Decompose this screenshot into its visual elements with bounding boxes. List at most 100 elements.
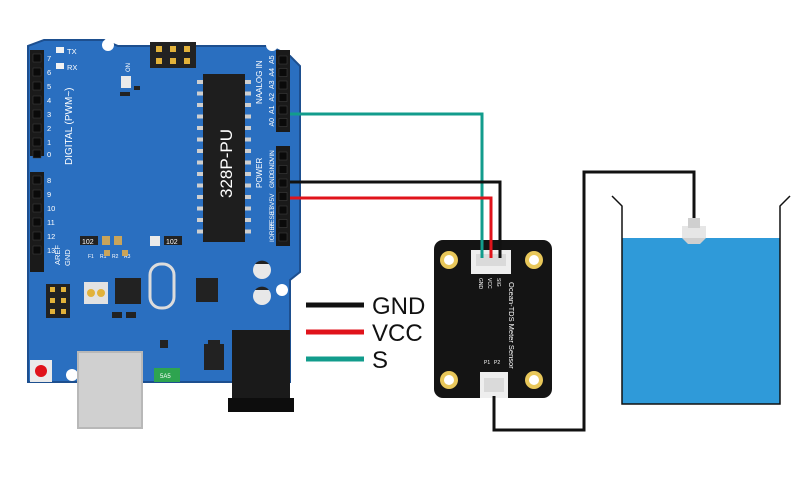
analog-section-label: NAALOG IN [255, 60, 264, 104]
digital-pin-socket [32, 109, 42, 119]
analog-pin-socket [278, 80, 288, 90]
digital-pin-label: 9 [47, 190, 51, 199]
chip-leg [197, 126, 203, 130]
tx-led [56, 47, 64, 53]
analog-pin-sockets [278, 55, 288, 127]
icsp-header [150, 42, 196, 68]
power-pin-socket [278, 151, 288, 161]
fuse-label: 5A5 [160, 374, 171, 380]
fuse [154, 368, 180, 382]
power-pin-socket [278, 192, 288, 201]
on-label: ON [126, 63, 132, 72]
digital-pin-socket [32, 203, 42, 213]
chip-leg [197, 137, 203, 142]
digital-pin-socket [32, 149, 42, 159]
connector-pin-label: GND [477, 278, 483, 290]
power-pin-label: VIN [269, 150, 276, 161]
digital-section-label: DIGITAL (PWM~) [64, 88, 75, 166]
sensor-mount-holes [440, 251, 543, 389]
power-jack [232, 330, 290, 410]
capacitor [253, 287, 271, 305]
analog-pin-socket [278, 118, 288, 127]
vcc-wire [290, 196, 493, 258]
analog-pin-label: A1 [269, 105, 276, 114]
digital-pin-socket [32, 217, 42, 227]
analog-pin-label: A3 [269, 80, 276, 89]
smd-cap [102, 236, 110, 245]
digital-pin-socket [32, 53, 42, 63]
sensor-pcb [434, 240, 552, 398]
probe-pin-label-1: P1 [484, 360, 490, 366]
chip-leg [245, 91, 251, 96]
tx-label: TX [67, 47, 77, 56]
legend-label: S [372, 347, 388, 374]
water [622, 238, 780, 404]
mount-hole [266, 39, 278, 51]
digital-pin-label: 12 [47, 232, 55, 241]
resistor-label-2: 102 [166, 239, 178, 246]
rx-led [56, 63, 64, 69]
resistor-label-1: 102 [82, 239, 94, 246]
capacitor-mark [255, 260, 269, 264]
digital-pin-label: 6 [47, 68, 51, 77]
reset-button-cap[interactable] [35, 365, 47, 377]
smd-part [120, 92, 130, 96]
power-pin-label: GND [269, 173, 276, 188]
power-pin-label: RESET [269, 207, 276, 229]
digital-pin-label: 3 [47, 110, 51, 119]
digital-pin-label: 2 [47, 124, 51, 133]
legend-label: VCC [372, 320, 423, 347]
crystal [148, 262, 176, 310]
mount-hole [276, 284, 288, 296]
smd-cap [104, 250, 110, 256]
atmega-chip [203, 74, 245, 242]
analog-pin-label: A0 [269, 118, 276, 127]
power-pin-label: 3.3V [269, 201, 276, 215]
resistor [80, 236, 98, 245]
power-pin-socket [278, 178, 288, 188]
chip-leg [245, 206, 251, 211]
chip-leg [245, 183, 251, 188]
smd-part [150, 236, 160, 246]
chip-leg [197, 195, 203, 199]
chip-leg [197, 206, 203, 211]
on-led [121, 76, 131, 88]
chip-leg [197, 172, 203, 176]
tiny-label-3: R2 [112, 254, 119, 260]
smd-cap [114, 236, 122, 245]
chip-leg [245, 149, 251, 153]
connector-pin-label: SIG [495, 278, 501, 287]
chip-leg [245, 114, 251, 119]
tiny-label-2: R1 [100, 254, 107, 260]
analog-pin-label: A4 [269, 68, 276, 77]
wires [290, 112, 696, 432]
chip-leg [197, 91, 203, 96]
digital-pin-label: 7 [47, 54, 51, 63]
analog-pin-socket [278, 55, 288, 65]
regulator-chip [196, 278, 218, 302]
digital-pin-label: 11 [47, 218, 55, 227]
rx-label: RX [67, 63, 77, 72]
digital-pin-label: 13 [47, 246, 55, 255]
legend-label: GND [372, 293, 425, 320]
chip-leg [245, 195, 251, 199]
gnd-top-label: GND [63, 249, 72, 266]
digital-pin-label: 1 [47, 138, 51, 147]
power-pin-sockets [278, 151, 288, 242]
smd-part [126, 312, 136, 318]
power-pin-socket [278, 232, 288, 242]
digital-pin-socket [32, 123, 42, 133]
power-pin-socket [278, 165, 288, 174]
analog-pin-label: A2 [269, 93, 276, 102]
chip-leg [245, 126, 251, 130]
mount-hole [66, 369, 78, 381]
chip-leg [197, 160, 203, 165]
chip-leg [245, 172, 251, 176]
